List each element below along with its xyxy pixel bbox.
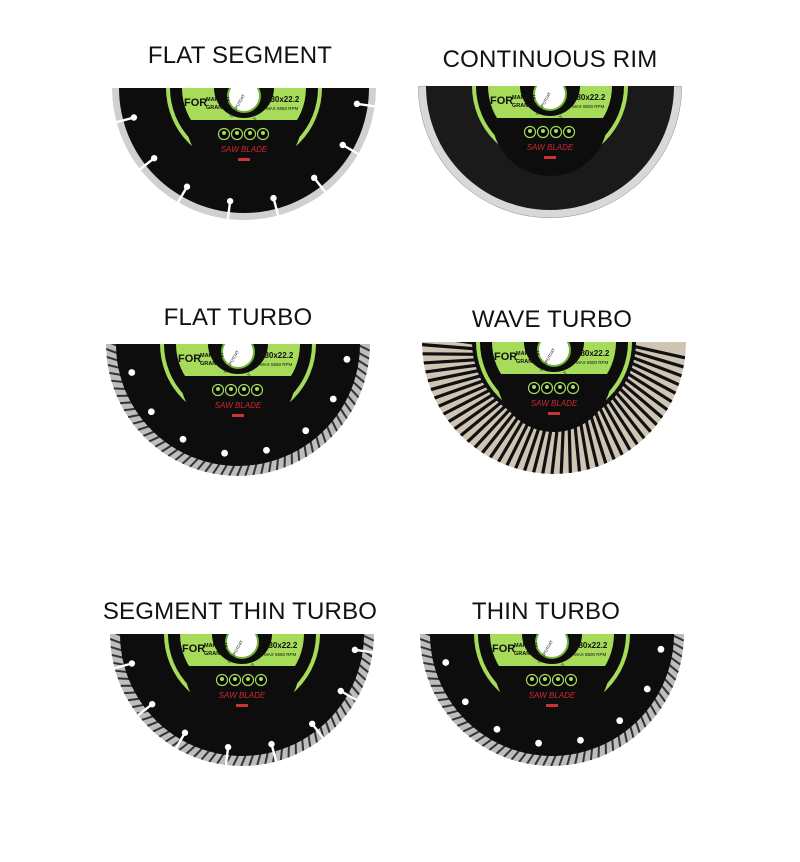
label-size: 180x22.2 [574,641,608,650]
label-for: FOR [184,97,207,109]
safety-icon-glyph [567,129,571,133]
brand-mark [548,412,560,415]
label-saw-blade: SAW BLADE [215,401,262,410]
label-for: FOR [494,351,517,363]
label-saw-blade: SAW BLADE [221,145,268,154]
safety-icon-glyph [528,129,532,133]
blade-title: THIN TURBO [346,598,746,626]
label-material-2: GRANITE [516,359,541,365]
label-material-1: MARBLE [514,643,538,649]
label-for: FOR [182,643,205,655]
brand-mark [544,156,556,159]
safety-icon-glyph [556,677,560,681]
safety-icon-glyph [532,385,536,389]
safety-icon-glyph [541,129,545,133]
label-material-1: MARBLE [204,643,228,649]
label-material-1: MARBLE [200,353,224,359]
blade-title: WAVE TURBO [352,306,752,334]
label-saw-blade: SAW BLADE [527,143,574,152]
safety-icon-glyph [543,677,547,681]
label-saw-blade: SAW BLADE [531,399,578,408]
label-material-2: GRANITE [514,651,539,657]
label-size: 180x22.2 [572,93,606,102]
safety-icon-glyph [229,387,233,391]
safety-icon-glyph [554,129,558,133]
label-material-2: GRANITE [206,105,231,111]
label-size: 230x22.2 [264,641,298,650]
label-for: FOR [178,353,201,365]
safety-icon-glyph [569,677,573,681]
label-material-1: MARBLE [512,95,536,101]
safety-icon-glyph [235,131,239,135]
safety-icon-glyph [233,677,237,681]
label-saw-blade: SAW BLADE [219,691,266,700]
safety-icon-glyph [558,385,562,389]
safety-icon-glyph [545,385,549,389]
label-saw-blade: SAW BLADE [529,691,576,700]
brand-mark [232,414,244,417]
blade-title: CONTINUOUS RIM [350,46,750,74]
safety-icon-glyph [246,677,250,681]
safety-icon-glyph [220,677,224,681]
label-size: 230x22.2 [266,95,300,104]
safety-icon-glyph [530,677,534,681]
label-material-2: GRANITE [200,361,225,367]
label-material-2: GRANITE [204,651,229,657]
brand-mark [238,158,250,161]
label-material-1: MARBLE [206,97,230,103]
safety-icon-glyph [571,385,575,389]
safety-icon-glyph [222,131,226,135]
label-size: 180x22.2 [576,349,610,358]
safety-icon-glyph [261,131,265,135]
label-rpm: MAX 5550 RPM [266,106,299,111]
label-for: FOR [490,95,513,107]
safety-icon-glyph [242,387,246,391]
safety-icon-glyph [255,387,259,391]
label-rpm: MAX 8500 RPM [572,104,605,109]
safety-icon-glyph [259,677,263,681]
label-size: 230x22.2 [260,351,294,360]
label-material-1: MARBLE [516,351,540,357]
label-rpm: MAX 8500 RPM [574,652,607,657]
brand-mark [546,704,558,707]
label-material-2: GRANITE [512,103,537,109]
label-rpm: MAX 5550 RPM [264,652,297,657]
safety-icon-glyph [216,387,220,391]
safety-icon-glyph [248,131,252,135]
label-rpm: MAX 8500 RPM [576,360,609,365]
label-for: FOR [492,643,515,655]
brand-mark [236,704,248,707]
label-rpm: MAX 5550 RPM [260,362,293,367]
